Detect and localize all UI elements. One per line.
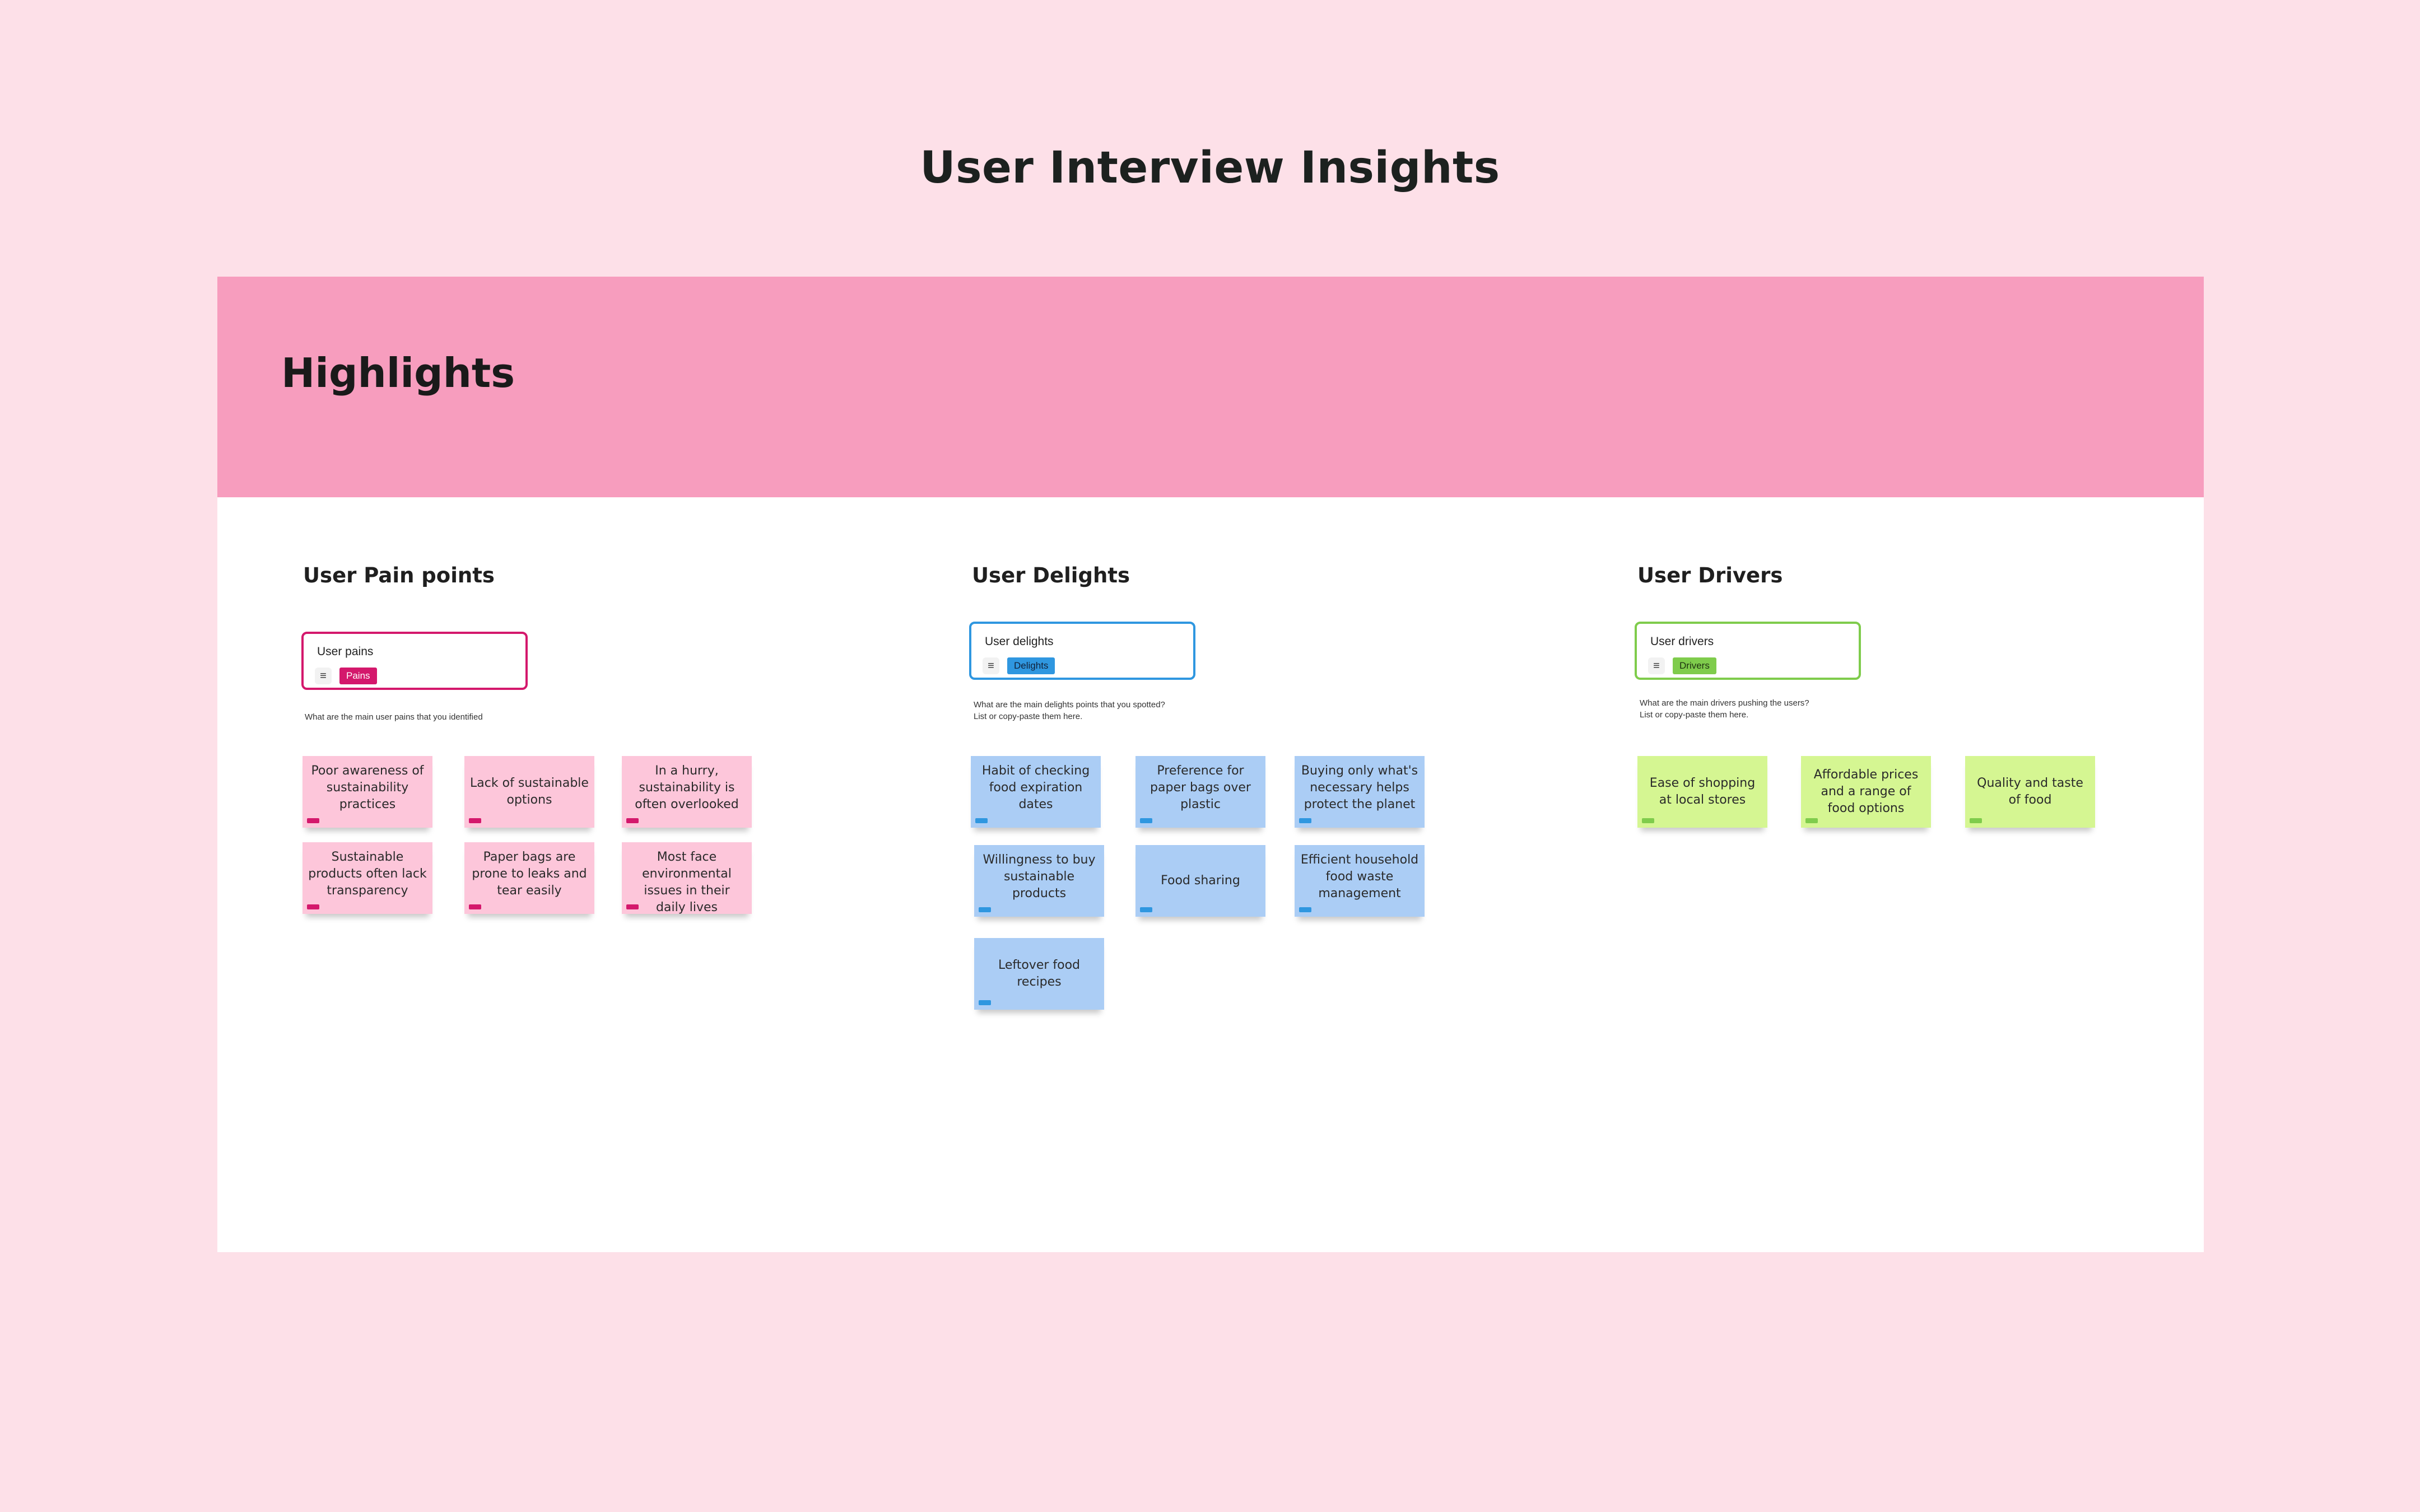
lines-icon: ≡ bbox=[983, 657, 999, 674]
mini-tag bbox=[979, 907, 991, 912]
sticky-note[interactable]: Preference for paper bags over plastic bbox=[1135, 756, 1265, 828]
card-title: User drivers bbox=[1650, 635, 1714, 648]
mini-tag bbox=[979, 1000, 991, 1005]
board-frame[interactable]: Highlights User Pain points User pains ≡… bbox=[217, 277, 2204, 1252]
sticky-note[interactable]: Poor awareness of sustainability practic… bbox=[302, 756, 432, 828]
mini-tag bbox=[1299, 907, 1311, 912]
page-title: User Interview Insights bbox=[920, 143, 1500, 193]
banner-title: Highlights bbox=[281, 349, 515, 396]
mini-tag bbox=[307, 904, 319, 909]
sticky-note[interactable]: Buying only what's necessary helps prote… bbox=[1295, 756, 1425, 828]
mini-tag bbox=[1140, 907, 1152, 912]
mini-tag bbox=[1970, 818, 1982, 823]
card-title: User delights bbox=[985, 635, 1054, 648]
card-user-pains[interactable]: User pains ≡ Pains bbox=[301, 632, 528, 690]
section-title-drivers: User Drivers bbox=[1637, 563, 1783, 587]
lines-icon: ≡ bbox=[315, 668, 332, 684]
hint-delights: What are the main delights points that y… bbox=[974, 700, 1165, 721]
card-user-delights[interactable]: User delights ≡ Delights bbox=[969, 622, 1195, 680]
mini-tag bbox=[307, 818, 319, 823]
section-title-delights: User Delights bbox=[972, 563, 1130, 587]
mini-tag bbox=[1140, 818, 1152, 823]
mini-tag bbox=[1642, 818, 1654, 823]
hint-drivers: What are the main drivers pushing the us… bbox=[1640, 698, 1809, 720]
sticky-note[interactable]: Lack of sustainable options bbox=[464, 756, 594, 828]
mini-tag bbox=[469, 904, 481, 909]
card-title: User pains bbox=[317, 645, 374, 658]
lines-icon: ≡ bbox=[1648, 657, 1665, 674]
card-user-drivers[interactable]: User drivers ≡ Drivers bbox=[1635, 622, 1861, 680]
sticky-note[interactable]: Most face environmental issues in their … bbox=[622, 842, 752, 914]
section-title-pains: User Pain points bbox=[303, 563, 495, 587]
mini-tag bbox=[626, 904, 639, 909]
tag-pains[interactable]: Pains bbox=[339, 668, 377, 684]
sticky-note[interactable]: Quality and taste of food bbox=[1965, 756, 2095, 828]
sticky-note[interactable]: Ease of shopping at local stores bbox=[1637, 756, 1767, 828]
mini-tag bbox=[975, 818, 988, 823]
sticky-note[interactable]: Habit of checking food expiration dates bbox=[971, 756, 1101, 828]
tag-drivers[interactable]: Drivers bbox=[1673, 657, 1716, 674]
sticky-note[interactable]: Sustainable products often lack transpar… bbox=[302, 842, 432, 914]
sticky-note[interactable]: In a hurry, sustainability is often over… bbox=[622, 756, 752, 828]
highlights-banner: Highlights bbox=[217, 277, 2204, 497]
sticky-note[interactable]: Food sharing bbox=[1135, 845, 1265, 917]
sticky-note[interactable]: Efficient household food waste managemen… bbox=[1295, 845, 1425, 917]
sticky-note[interactable]: Paper bags are prone to leaks and tear e… bbox=[464, 842, 594, 914]
mini-tag bbox=[1805, 818, 1818, 823]
hint-pains: What are the main user pains that you id… bbox=[305, 712, 483, 722]
sticky-note[interactable]: Willingness to buy sustainable products bbox=[974, 845, 1104, 917]
mini-tag bbox=[626, 818, 639, 823]
tag-delights[interactable]: Delights bbox=[1007, 657, 1055, 674]
mini-tag bbox=[469, 818, 481, 823]
sticky-note[interactable]: Affordable prices and a range of food op… bbox=[1801, 756, 1931, 828]
mini-tag bbox=[1299, 818, 1311, 823]
sticky-note[interactable]: Leftover food recipes bbox=[974, 938, 1104, 1010]
